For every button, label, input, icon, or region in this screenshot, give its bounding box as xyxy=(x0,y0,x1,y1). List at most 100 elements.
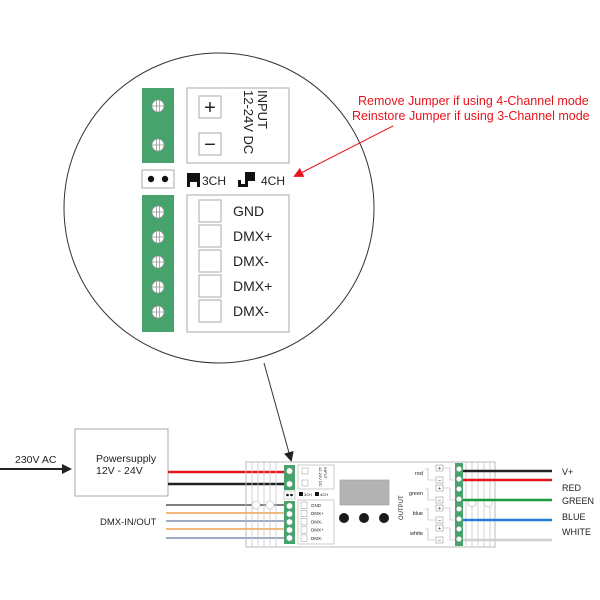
device-channel-label: green xyxy=(409,491,423,497)
jumper-4ch-label: 4CH xyxy=(261,174,285,188)
dmx-terminal-label: GND xyxy=(233,203,264,219)
device-dmx-box-slot xyxy=(300,509,308,517)
dmx-terminal-label: DMX- xyxy=(233,253,269,269)
screw-icon xyxy=(286,534,293,542)
minus-terminal-box xyxy=(198,132,222,156)
device-button-1 xyxy=(339,513,349,523)
channel-wire xyxy=(443,507,455,521)
channel-wire xyxy=(443,467,455,481)
input-label: INPUT xyxy=(255,90,270,129)
channel-wire xyxy=(443,487,455,501)
left-fins xyxy=(251,462,277,547)
screw-icon xyxy=(456,506,462,512)
screw-icon xyxy=(286,502,293,510)
dmx-terminal-box xyxy=(198,299,222,323)
dmx-terminal-label: DMX- xyxy=(233,303,269,319)
screw-icon xyxy=(456,476,462,482)
channel-plus-sign: + xyxy=(438,486,441,492)
powersupply-voltage: 12V - 24V xyxy=(96,465,143,477)
jumper-pin xyxy=(286,493,289,497)
jumper-3ch-icon xyxy=(187,173,200,187)
device-display xyxy=(339,479,390,506)
device-output-terminal xyxy=(455,463,463,546)
jumper-4ch-icon xyxy=(238,172,255,187)
device-dmx-box-slot xyxy=(300,518,308,526)
device-jumper-header xyxy=(283,490,296,500)
device-dmx-label: DMX- xyxy=(311,519,323,524)
ac-input-label: 230V AC xyxy=(15,454,57,466)
power-terminal-block xyxy=(142,88,174,163)
device-dmx-box-slot xyxy=(300,501,308,509)
plus-sign: + xyxy=(204,97,216,119)
device-input-label: INPUT xyxy=(323,467,328,480)
screw-icon xyxy=(151,138,165,152)
dmx-terminal-label: DMX+ xyxy=(233,278,272,294)
output-label: WHITE xyxy=(562,527,591,537)
channel-minus-sign: − xyxy=(438,518,441,524)
screw-icon xyxy=(456,496,462,502)
screw-icon xyxy=(151,280,165,294)
powersupply-title: Powersupply xyxy=(96,453,157,465)
device-button-2 xyxy=(359,513,369,523)
input-voltage-label: 12-24V DC xyxy=(241,90,256,154)
plus-terminal-box xyxy=(198,95,222,119)
jumper-pin xyxy=(147,175,155,183)
annotation-line-1: Remove Jumper if using 4-Channel mode xyxy=(358,94,589,108)
magnifier-leader-line xyxy=(263,362,294,462)
channel-bracket xyxy=(425,488,435,501)
output-label: GREEN xyxy=(562,496,594,506)
device-4ch-label: 4CH xyxy=(320,492,328,497)
screw-icon xyxy=(456,526,462,532)
device-input-voltage: 12-24V DC xyxy=(318,467,323,487)
powersupply-box xyxy=(74,428,169,497)
screw-icon xyxy=(151,255,165,269)
jumper-3ch-label: 3CH xyxy=(202,174,226,188)
channel-minus-sign: − xyxy=(438,538,441,544)
output-label: RED xyxy=(562,483,582,493)
screw-icon xyxy=(151,205,165,219)
dmx-terminal-box xyxy=(198,224,222,248)
device-dmx-box-slot xyxy=(300,526,308,534)
dmx-decoder-device: INPUT 12-24V DC 3CH 4CH GNDDMX+DMX-DMX+D… xyxy=(245,461,496,548)
output-label: BLUE xyxy=(562,512,586,522)
jumper-pin xyxy=(290,493,293,497)
device-channel-label: white xyxy=(409,531,423,537)
device-dmx-label: GND xyxy=(311,503,322,508)
channel-minus-box xyxy=(435,536,444,544)
jumper-pin xyxy=(161,175,169,183)
annotation-line-2: Reinstore Jumper if using 3-Channel mode xyxy=(352,109,590,123)
screw-icon xyxy=(286,467,293,475)
channel-plus-sign: + xyxy=(438,466,441,472)
output-label: V+ xyxy=(562,467,573,477)
channel-minus-sign: − xyxy=(438,498,441,504)
channel-plus-sign: + xyxy=(438,506,441,512)
device-dmx-box-slot xyxy=(300,534,308,542)
screw-icon xyxy=(456,536,462,542)
screw-icon xyxy=(456,466,462,472)
channel-bracket xyxy=(425,468,435,481)
device-body xyxy=(245,461,496,548)
screw-icon xyxy=(151,305,165,319)
screw-icon xyxy=(151,99,165,113)
dmx-in-out-label: DMX-IN/OUT xyxy=(100,517,157,528)
channel-minus-box xyxy=(435,476,444,484)
dmx-terminal-box xyxy=(198,199,222,223)
screw-icon xyxy=(286,510,293,518)
right-fins xyxy=(465,462,493,547)
channel-minus-box xyxy=(435,496,444,504)
screw-icon xyxy=(151,230,165,244)
channel-wire xyxy=(443,527,455,541)
device-channel-label: blue xyxy=(413,511,423,517)
device-dmx-label: DMX- xyxy=(311,536,323,541)
dmx-terminal-label: DMX+ xyxy=(233,228,272,244)
device-output-label: OUTPUT xyxy=(399,495,405,520)
device-button-3 xyxy=(379,513,389,523)
annotation-arrow xyxy=(293,125,394,177)
minus-sign: − xyxy=(204,134,216,156)
channel-bracket xyxy=(425,508,435,521)
device-channel-label: red xyxy=(415,471,423,477)
dmx-terminal-box xyxy=(198,249,222,273)
channel-minus-box xyxy=(435,516,444,524)
